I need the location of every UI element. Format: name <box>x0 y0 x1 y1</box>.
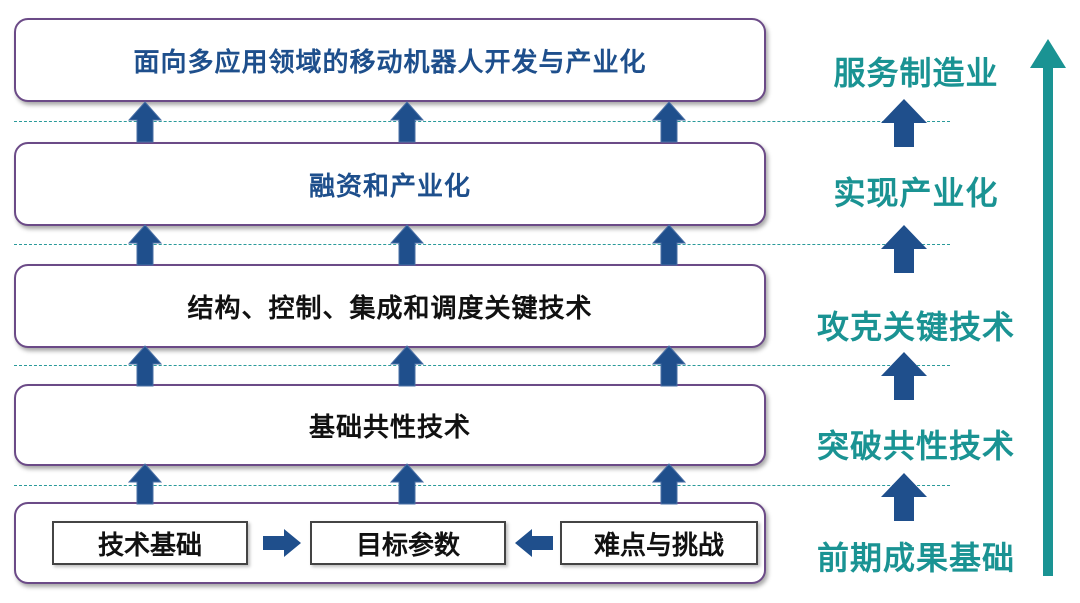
up-arrow-icon <box>652 345 686 387</box>
challenges-box: 难点与挑战 <box>560 521 758 565</box>
up-arrow-icon <box>880 472 928 522</box>
phase-serve-manufacturing: 服务制造业 <box>833 54 999 92</box>
progression-arrow-icon <box>1030 39 1066 576</box>
up-arrow-icon <box>880 98 928 148</box>
up-arrow-icon <box>880 224 928 274</box>
phase-common-tech: 突破共性技术 <box>816 427 1015 465</box>
up-arrow-icon <box>128 463 162 505</box>
right-arrow-icon <box>263 529 301 557</box>
divider-1 <box>14 121 950 122</box>
up-arrow-icon <box>128 345 162 387</box>
layer-financing: 融资和产业化 <box>14 142 766 226</box>
divider-3 <box>14 365 950 366</box>
left-arrow-icon <box>515 529 553 557</box>
up-arrow-icon <box>128 224 162 266</box>
up-arrow-icon <box>390 345 424 387</box>
up-arrow-icon <box>128 101 162 143</box>
up-arrow-icon <box>880 351 928 401</box>
challenges-label: 难点与挑战 <box>593 530 724 561</box>
tech-basis-box: 技术基础 <box>52 521 248 565</box>
up-arrow-icon <box>652 463 686 505</box>
divider-2 <box>14 244 950 245</box>
layer-common-tech-label: 基础共性技术 <box>308 412 471 443</box>
up-arrow-icon <box>390 101 424 143</box>
layer-key-tech: 结构、控制、集成和调度关键技术 <box>14 264 766 348</box>
up-arrow-icon <box>652 224 686 266</box>
up-arrow-icon <box>652 101 686 143</box>
phase-foundation: 前期成果基础 <box>816 539 1015 577</box>
up-arrow-icon <box>390 224 424 266</box>
layer-top-goal: 面向多应用领域的移动机器人开发与产业化 <box>14 18 766 102</box>
target-params-box: 目标参数 <box>310 521 506 565</box>
tech-basis-label: 技术基础 <box>97 530 202 561</box>
layer-common-tech: 基础共性技术 <box>14 384 766 466</box>
divider-4 <box>14 485 950 486</box>
phase-key-tech: 攻克关键技术 <box>816 308 1015 346</box>
layer-financing-label: 融资和产业化 <box>308 171 471 202</box>
phase-industrialization: 实现产业化 <box>833 174 999 212</box>
up-arrow-icon <box>390 463 424 505</box>
layer-key-tech-label: 结构、控制、集成和调度关键技术 <box>187 293 593 324</box>
layer-top-goal-label: 面向多应用领域的移动机器人开发与产业化 <box>133 47 647 78</box>
target-params-label: 目标参数 <box>355 530 460 561</box>
